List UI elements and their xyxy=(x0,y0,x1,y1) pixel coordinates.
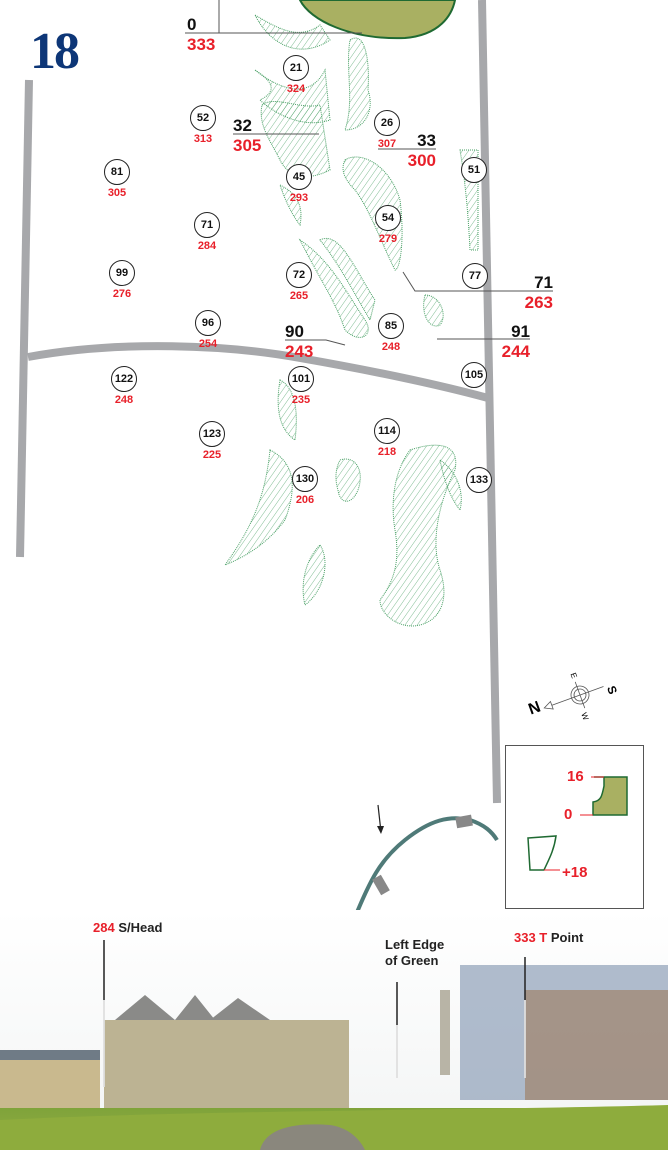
bridge xyxy=(455,814,473,829)
distance-from-tee: 284 xyxy=(197,240,217,252)
distance-from-tee: 293 xyxy=(289,192,309,204)
yardage-marker: 133 xyxy=(449,467,509,495)
distance-to-green: 52 xyxy=(190,105,216,131)
distance-from-tee: 279 xyxy=(378,233,398,245)
distance-from-tee: 248 xyxy=(381,341,401,353)
cart-path-crossing xyxy=(27,342,490,402)
legend-front: 0 xyxy=(564,806,573,823)
distance-from-tee: 225 xyxy=(202,449,222,461)
distance-to-green: 21 xyxy=(283,55,309,81)
distance-to-green: 26 xyxy=(374,110,400,136)
distance-to-green: 133 xyxy=(466,467,492,493)
bunkers xyxy=(223,13,479,627)
distance-to-green: 77 xyxy=(462,263,488,289)
distance-to-green: 51 xyxy=(461,157,487,183)
swilcan-bridge xyxy=(260,1124,365,1150)
yardage-marker: 77 xyxy=(445,263,505,291)
legend-offset: +18 xyxy=(562,864,588,881)
distance-to-green: 85 xyxy=(378,313,404,339)
yardage-marker: 51 xyxy=(444,157,504,185)
hole-number: 18 xyxy=(30,23,80,80)
distance-from-tee: 307 xyxy=(377,138,397,150)
compass-rose xyxy=(543,681,604,710)
photo-label-tpoint: 333 T Point xyxy=(514,930,584,945)
distance-to-green: 72 xyxy=(286,262,312,288)
distance-to-green: 105 xyxy=(461,362,487,388)
distance-from-tee: 235 xyxy=(291,394,311,406)
green xyxy=(298,0,457,40)
distance-to-green: 99 xyxy=(109,260,135,286)
distance-from-tee: 206 xyxy=(295,494,315,506)
distance-to-green: 130 xyxy=(292,466,318,492)
distance-from-tee: 276 xyxy=(112,288,132,300)
distance-to-green: 101 xyxy=(288,366,314,392)
distance-from-tee: 324 xyxy=(286,83,306,95)
distance-to-green: 71 xyxy=(194,212,220,238)
yardage-marker: 105 xyxy=(444,362,504,390)
distance-from-tee: 305 xyxy=(107,187,127,199)
distance-to-green: 123 xyxy=(199,421,225,447)
distance-to-green: 45 xyxy=(286,164,312,190)
distance-to-green: 122 xyxy=(111,366,137,392)
distance-to-green: 54 xyxy=(375,205,401,231)
royal-and-ancient-clubhouse xyxy=(104,1020,349,1120)
legend-back: 16 xyxy=(567,768,584,785)
distance-to-green: 96 xyxy=(195,310,221,336)
distance-to-green: 81 xyxy=(104,159,130,185)
distance-from-tee: 248 xyxy=(114,394,134,406)
distance-from-tee: 218 xyxy=(377,446,397,458)
distance-from-tee: 265 xyxy=(289,290,309,302)
green-depth-legend: 16 0 +18 xyxy=(505,745,644,909)
cart-path-right xyxy=(478,0,501,804)
monument xyxy=(440,990,450,1075)
bridge xyxy=(372,874,390,896)
distance-to-green: 114 xyxy=(374,418,400,444)
swilcan-burn xyxy=(355,816,499,910)
photo-label-shead: 284 S/Head xyxy=(93,920,163,935)
distance-from-tee: 254 xyxy=(198,338,218,350)
distance-from-tee: 313 xyxy=(193,133,213,145)
callout-lines xyxy=(185,0,553,346)
cart-path-left xyxy=(16,79,33,558)
